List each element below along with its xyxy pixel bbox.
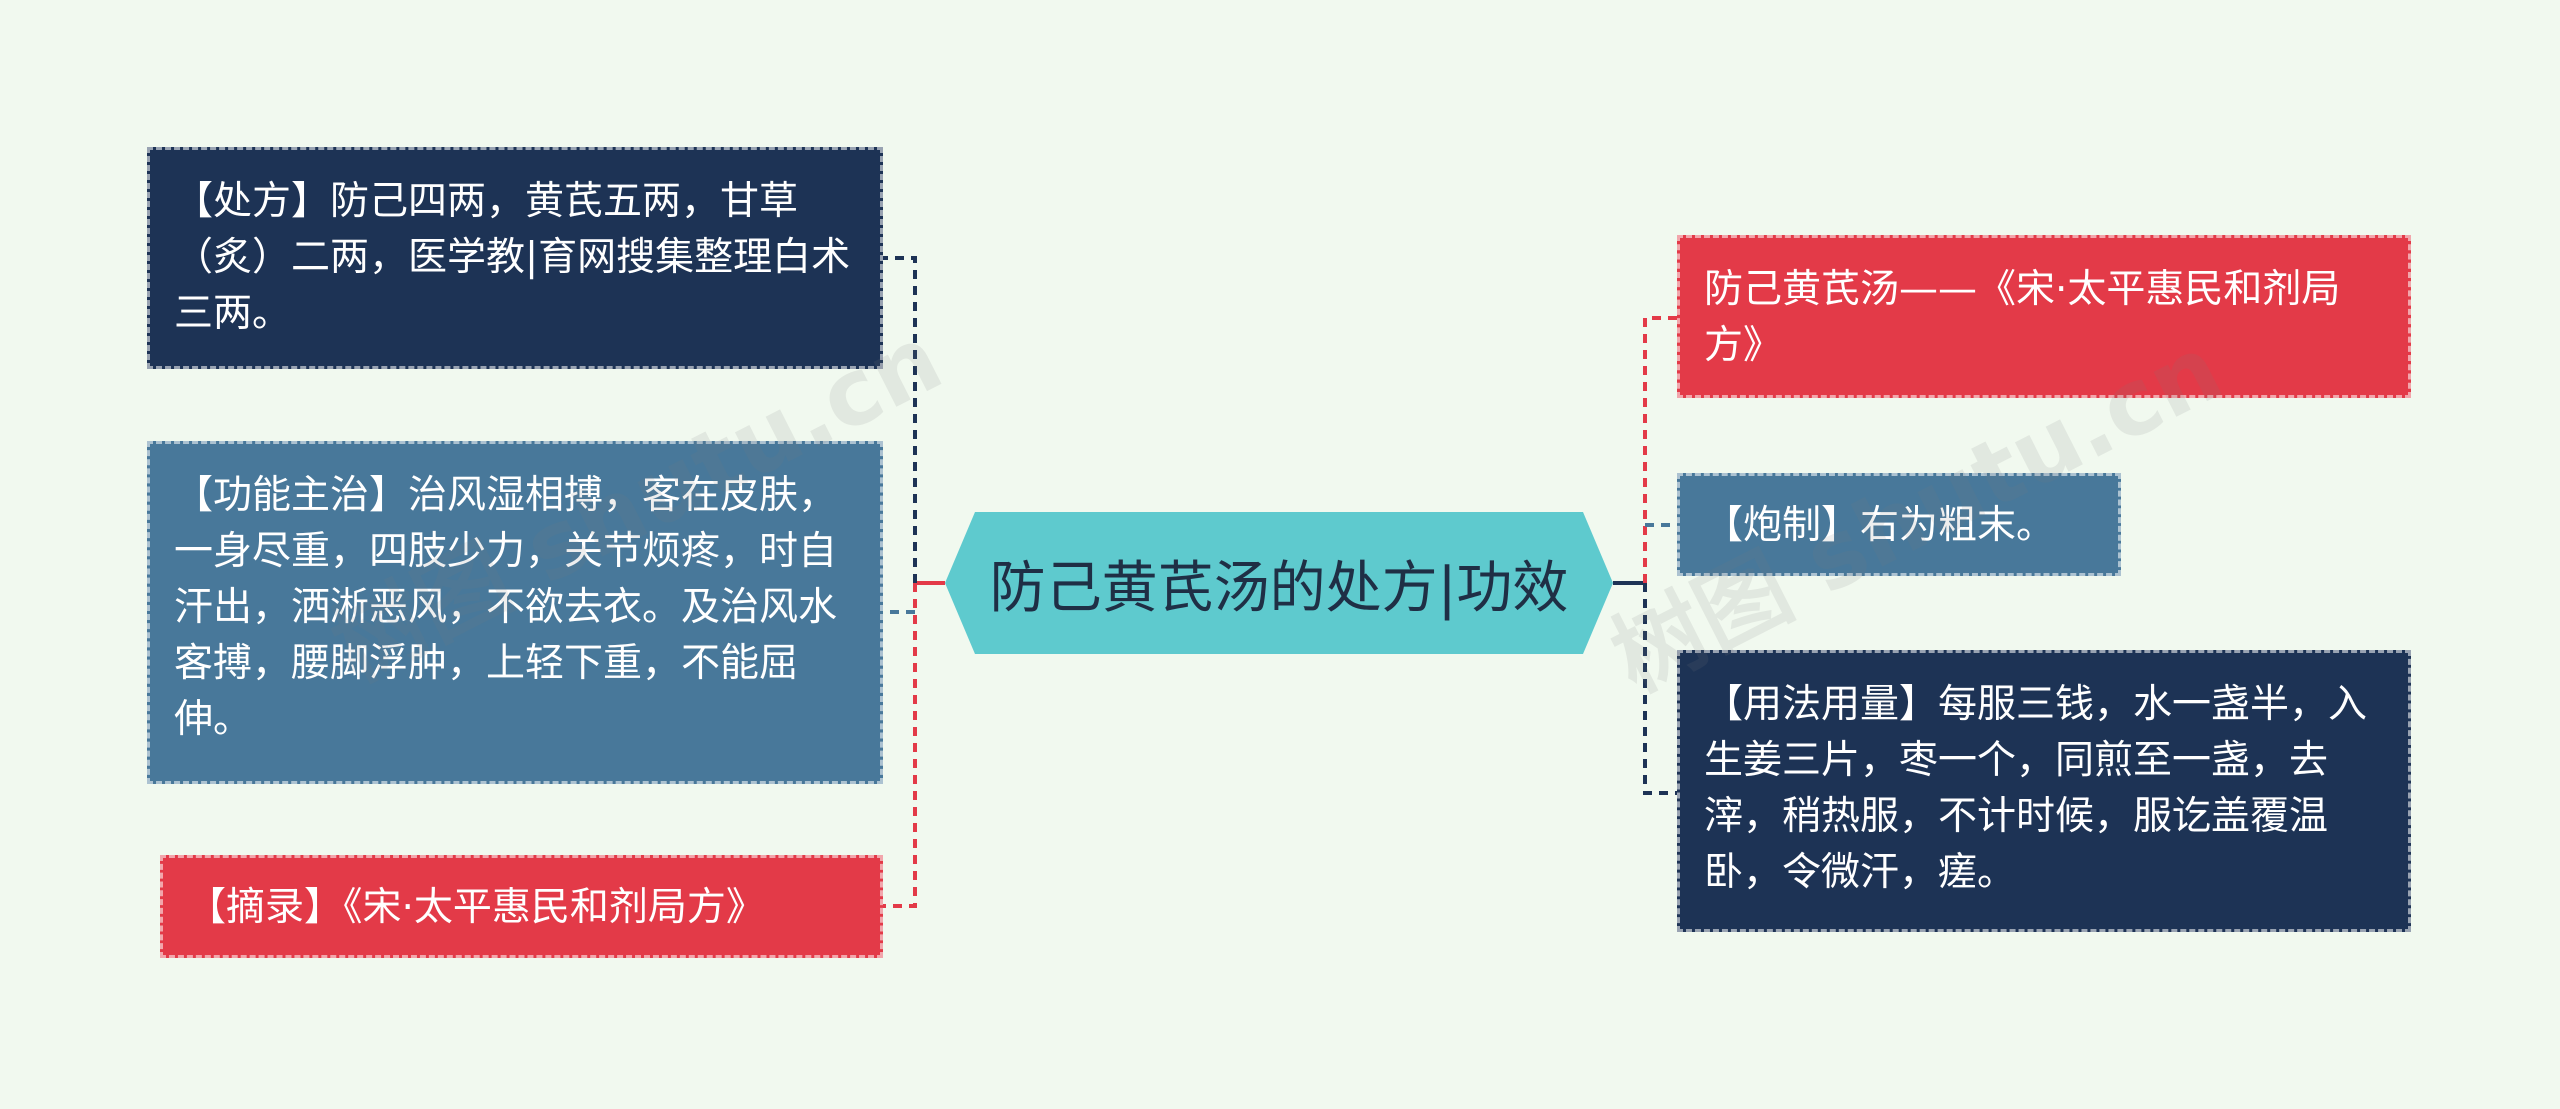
right-node-origin[interactable]: 防己黄芪汤——《宋·太平惠民和剂局方》 [1677, 235, 2411, 398]
connector-right-1 [1643, 316, 1677, 583]
right-node-processing[interactable]: 【炮制】右为粗末。 [1677, 473, 2121, 576]
left-node-source[interactable]: 【摘录】《宋·太平惠民和剂局方》 [160, 855, 883, 958]
center-topic[interactable]: 防己黄芪汤的处方|功效 [945, 512, 1613, 654]
left-node-prescription[interactable]: 【处方】防己四两，黄芪五两，甘草（炙）二两，医学教|育网搜集整理白术三两。 [147, 147, 883, 369]
right-node-dosage[interactable]: 【用法用量】每服三钱，水一盏半，入生姜三片，枣一个，同煎至一盏，去滓，稍热服，不… [1677, 650, 2411, 932]
connector-left-1 [883, 256, 917, 583]
connector-left-3 [883, 583, 917, 908]
left-node-indications[interactable]: 【功能主治】治风湿相搏，客在皮肤，一身尽重，四肢少力，关节烦疼，时自汗出，洒淅恶… [147, 441, 883, 784]
connector-right-3 [1643, 583, 1677, 795]
center-topic-label: 防己黄芪汤的处方|功效 [989, 555, 1569, 621]
